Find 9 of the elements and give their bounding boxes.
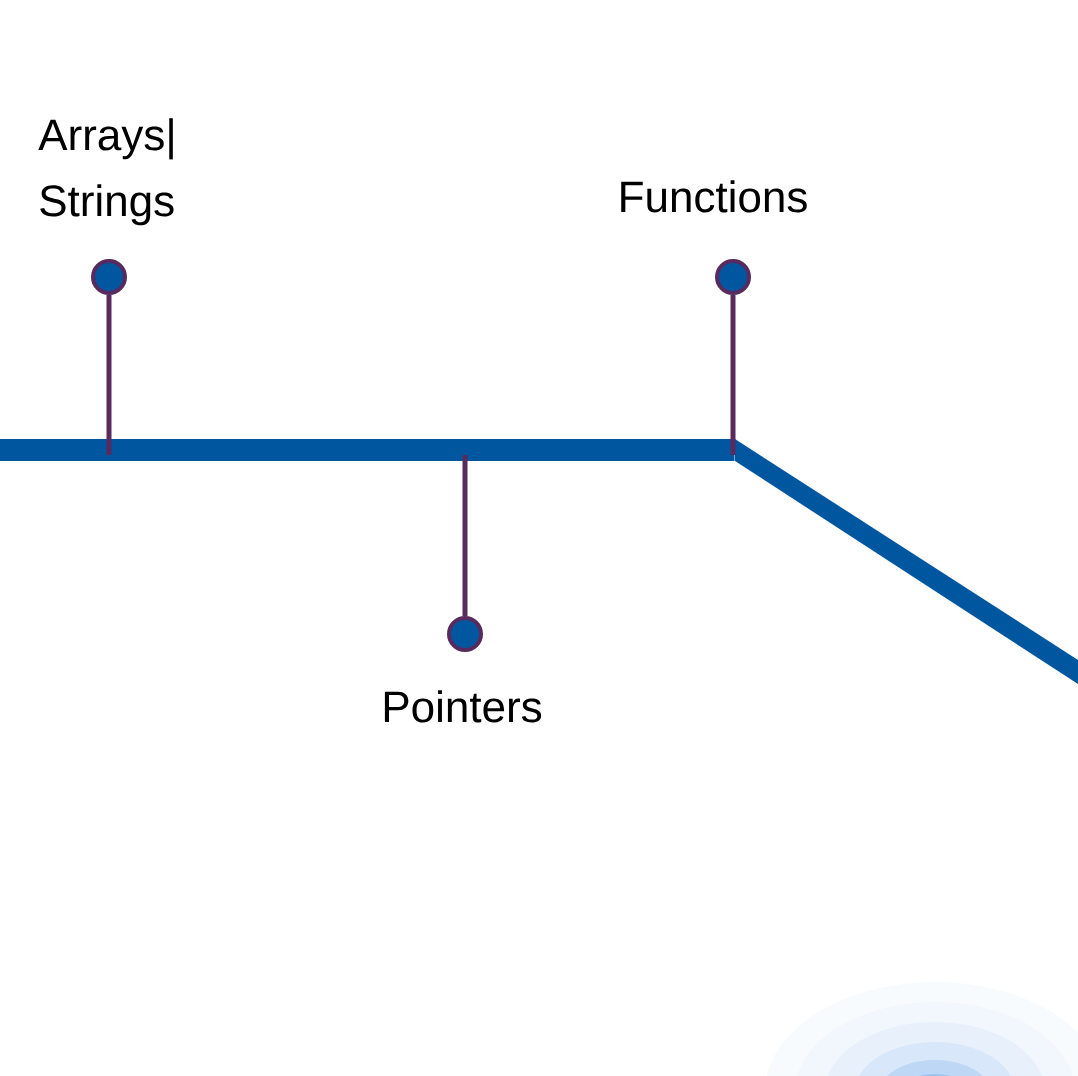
stem-line [462,455,468,616]
milestone-dot [715,259,751,295]
milestone-label: Pointers [384,690,542,723]
stem-line [730,295,736,455]
milestone-label: Functions [621,180,807,213]
stem-line [106,295,112,455]
milestone-dot [91,259,127,295]
milestone-label: Arrays| Strings [38,118,174,226]
milestone-dot [447,616,483,652]
